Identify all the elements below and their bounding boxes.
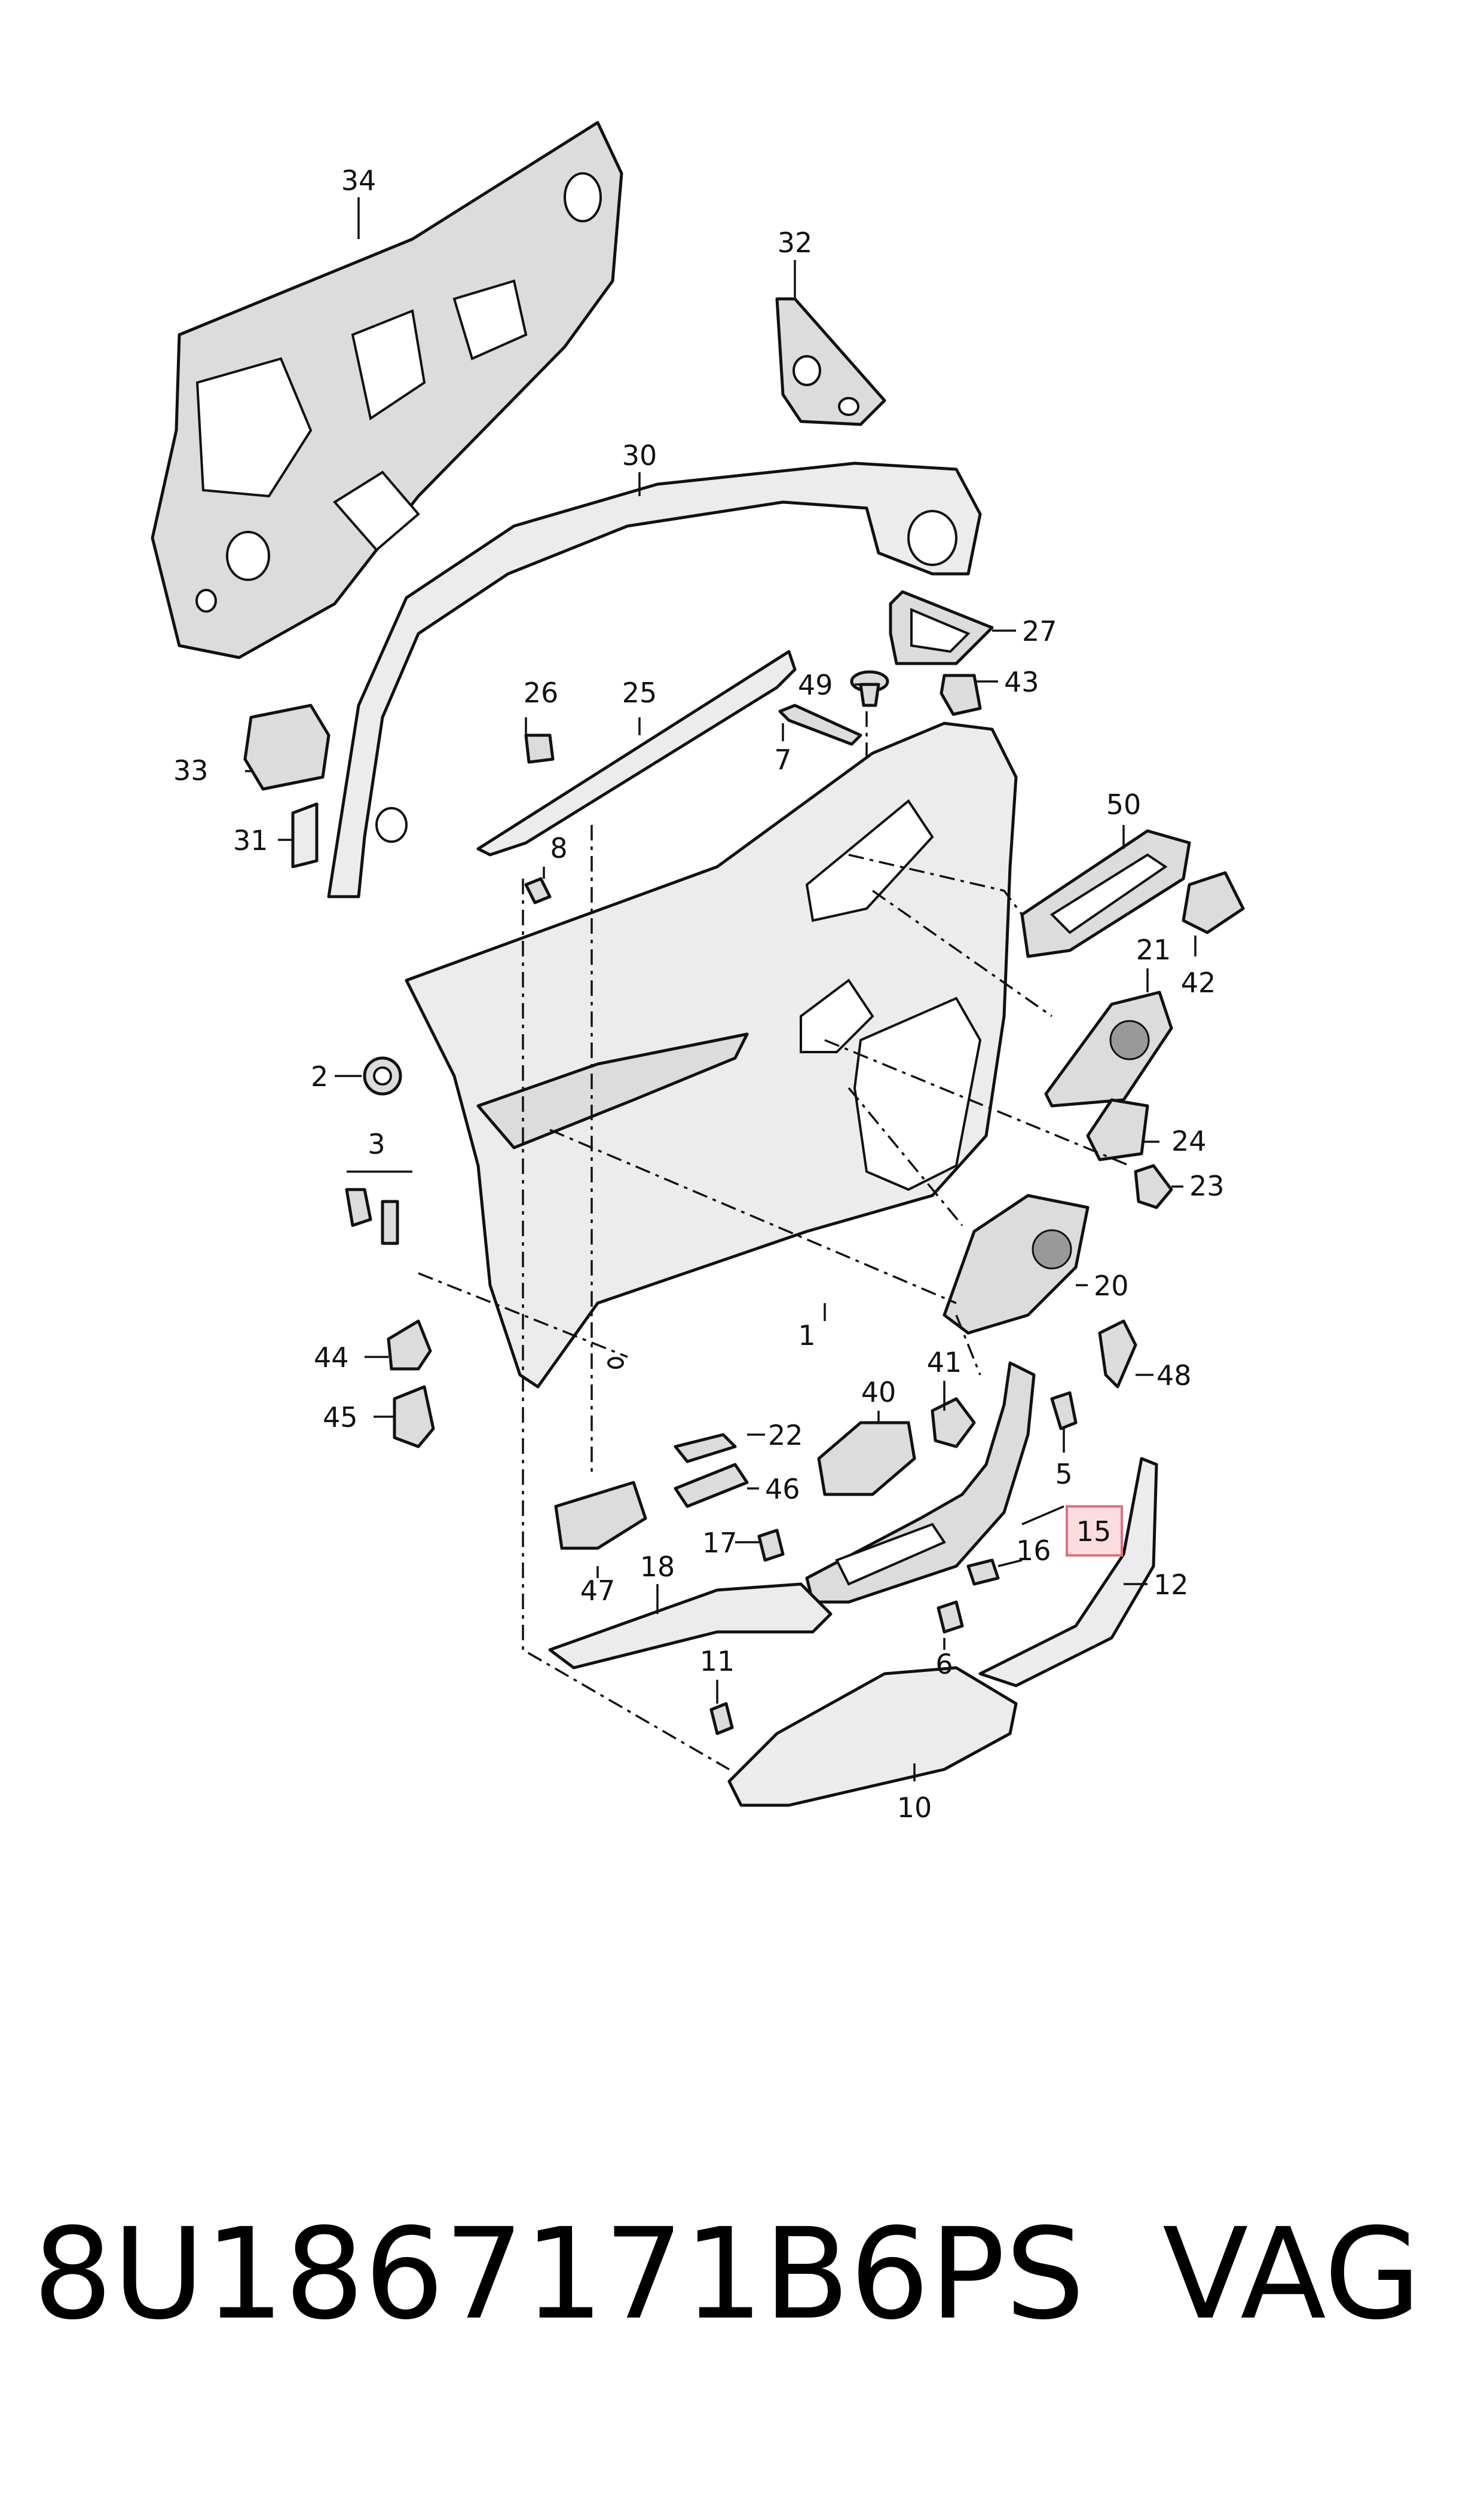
callout-labels: 34 32 30 27 43 49 7 26 25 33 31 8 50 42 … [173, 164, 1225, 1824]
part-16-clip [966, 1558, 1000, 1586]
callout-26: 26 [524, 677, 559, 709]
part-41-mirror-switch [931, 1397, 976, 1448]
part-33-foam-pad [243, 704, 331, 791]
part-23-switch [1134, 1164, 1173, 1209]
callout-15-highlight [1066, 1505, 1123, 1557]
part-17-screw [757, 1528, 785, 1562]
part-26-clip [524, 733, 555, 764]
callout-41: 41 [927, 1346, 962, 1378]
part-18-pocket-liner [548, 1582, 833, 1670]
part-46-cover [674, 1463, 749, 1508]
callout-22: 22 [768, 1419, 803, 1451]
part-49-clip [850, 670, 889, 707]
brand-caption: VAG [1162, 2201, 1421, 2347]
callout-23: 23 [1189, 1170, 1225, 1202]
part-31-label [291, 802, 319, 869]
part-8-screw [524, 877, 552, 904]
part-21-speaker-grille [1044, 990, 1173, 1108]
callout-44: 44 [314, 1341, 349, 1374]
callout-12: 12 [1153, 1569, 1189, 1601]
callout-42: 42 [1181, 967, 1216, 999]
callout-21: 21 [1136, 934, 1171, 966]
part-6-screw [937, 1600, 964, 1634]
callout-1: 1 [798, 1319, 815, 1352]
part-3-clip-set [345, 1188, 399, 1245]
part-20-speaker-cover [943, 1194, 1090, 1335]
callout-20: 20 [1094, 1270, 1129, 1302]
callout-47: 47 [580, 1575, 616, 1607]
part-5-screw [1050, 1391, 1078, 1430]
callout-25: 25 [622, 677, 657, 709]
callout-43: 43 [1004, 666, 1039, 698]
part-40-window-switch-block [817, 1421, 916, 1496]
callout-27: 27 [1022, 615, 1057, 647]
part-34-insulation-sheet [151, 121, 623, 659]
callout-40: 40 [861, 1376, 896, 1408]
callout-31: 31 [233, 824, 268, 857]
part-45-vent [393, 1385, 435, 1448]
callout-48: 48 [1156, 1359, 1192, 1392]
part-7-pin [778, 704, 862, 746]
callout-32: 32 [778, 227, 813, 259]
callout-15: 15 [1076, 1515, 1112, 1548]
callout-34: 34 [341, 164, 377, 197]
callout-6: 6 [935, 1648, 953, 1680]
callout-2: 2 [311, 1060, 328, 1093]
part-24-switch-housing [1086, 1098, 1149, 1161]
part-10-armrest [727, 1666, 1018, 1807]
assembly-lines [418, 711, 1130, 1771]
callout-50: 50 [1106, 788, 1142, 821]
part-27-tweeter-housing [889, 590, 994, 665]
callout-3: 3 [368, 1128, 385, 1160]
callout-46: 46 [765, 1473, 800, 1505]
callout-10: 10 [897, 1792, 932, 1824]
callout-30: 30 [622, 439, 657, 472]
callout-18: 18 [640, 1551, 675, 1583]
callout-16: 16 [1016, 1534, 1051, 1567]
callout-17: 17 [702, 1527, 738, 1559]
callout-24: 24 [1171, 1125, 1207, 1157]
callout-33: 33 [173, 754, 209, 787]
part-43-switch [940, 674, 982, 716]
callout-5: 5 [1055, 1458, 1072, 1490]
leader-lines [245, 197, 1197, 1781]
part-22-cover [674, 1433, 737, 1463]
part-12-grab-handle-trim [978, 1457, 1158, 1687]
part-11-screw [709, 1702, 734, 1735]
callout-49: 49 [798, 669, 833, 701]
part-44-switch [387, 1319, 432, 1371]
part-48-lever [1098, 1319, 1137, 1389]
part-50-handle-bezel [1020, 829, 1191, 958]
part-1-door-trim-panel [405, 722, 1018, 1389]
part-30-door-seal [327, 461, 982, 898]
part-25-window-trim [476, 650, 797, 857]
callout-11: 11 [700, 1645, 735, 1677]
part-32-mirror-trim [775, 297, 886, 426]
part-2-grommet [363, 1056, 402, 1096]
part-47-switch [554, 1481, 647, 1550]
part-42-release-lever [1182, 871, 1245, 934]
callout-45: 45 [323, 1401, 358, 1433]
callout-8: 8 [550, 832, 567, 864]
part-15-handle-frame [805, 1361, 1036, 1604]
callout-7: 7 [774, 744, 791, 776]
part-number-caption: 8U1867171B6PS [33, 2201, 1085, 2347]
